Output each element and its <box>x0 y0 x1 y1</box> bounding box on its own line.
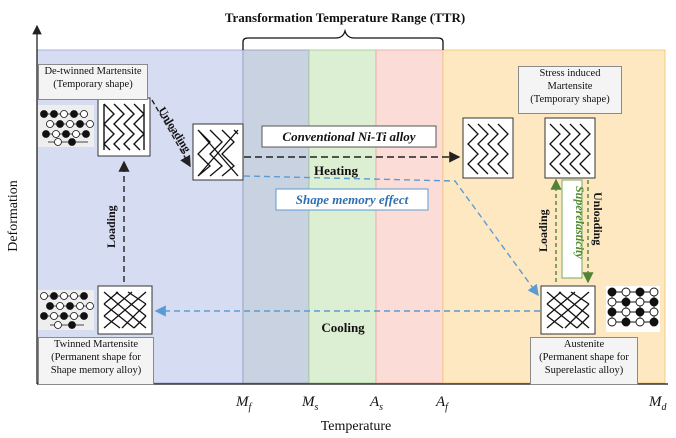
stress-line3: (Temporary shape) <box>530 94 610 105</box>
shape-memory-label: Shape memory effect <box>296 192 409 207</box>
tick-mf: Mf <box>235 394 253 413</box>
zone-af <box>375 49 444 384</box>
lattice-icon <box>97 97 151 157</box>
twinned-line3: Shape memory alloy) <box>50 365 142 376</box>
shape-memory-box <box>275 188 429 211</box>
detwinned-line2: (Temporary shape) <box>53 79 133 90</box>
heating-label: Heating <box>314 163 359 178</box>
stress-induced-martensite-label: Stress induced Martensite (Temporary sha… <box>518 66 622 114</box>
unloading-arrow <box>151 99 191 168</box>
atom-structure-icon <box>606 286 660 332</box>
twinned-line1: Twinned Martensite <box>53 339 139 350</box>
ttr-brace <box>242 28 444 50</box>
stress-line1: Stress induced <box>539 68 601 79</box>
ttr-title: Transformation Temperature Range (TTR) <box>225 10 465 25</box>
conventional-box <box>261 125 437 148</box>
austenite-line1: Austenite <box>563 339 605 350</box>
lattice-icon <box>544 117 596 179</box>
tick-af: Af <box>435 394 449 413</box>
detwinned-line1: De-twinned Martensite <box>44 66 142 77</box>
austenite-line3: Superelastic alloy) <box>544 365 624 376</box>
lattice-icon <box>192 123 244 181</box>
x-axis-label: Temperature <box>321 419 392 434</box>
austenite-label: Austenite (Permanent shape for Superelas… <box>530 337 638 385</box>
atom-structure-icon <box>38 105 94 147</box>
twinned-line2: (Permanent shape for <box>51 352 141 363</box>
austenite-line2: (Permanent shape for <box>539 352 629 363</box>
stress-line2: Martensite <box>547 81 593 92</box>
cooling-label: Cooling <box>321 320 365 335</box>
lattice-icon <box>540 285 596 335</box>
tick-md: Md <box>648 394 668 413</box>
detwinned-martensite-label: De-twinned Martensite (Temporary shape) <box>38 64 148 100</box>
superelasticity-box <box>561 179 583 279</box>
tick-as: As <box>369 394 383 413</box>
unloading-label-right: Unloading <box>591 192 605 245</box>
zone-ms <box>242 49 310 384</box>
zone-as <box>308 49 377 384</box>
shape-memory-arrow <box>243 175 539 297</box>
loading-label-left: Loading <box>104 205 118 248</box>
loading-label-right: Loading <box>536 209 550 252</box>
atom-structure-icon <box>38 290 94 330</box>
tick-ms: Ms <box>301 394 319 413</box>
lattice-icon <box>97 285 153 335</box>
lattice-icon <box>462 117 514 179</box>
twinned-martensite-label: Twinned Martensite (Permanent shape for … <box>38 337 154 385</box>
superelasticity-label: Superelasticity <box>573 186 587 259</box>
y-axis-label: Deformation <box>6 180 21 252</box>
conventional-label: Conventional Ni-Ti alloy <box>282 129 415 144</box>
